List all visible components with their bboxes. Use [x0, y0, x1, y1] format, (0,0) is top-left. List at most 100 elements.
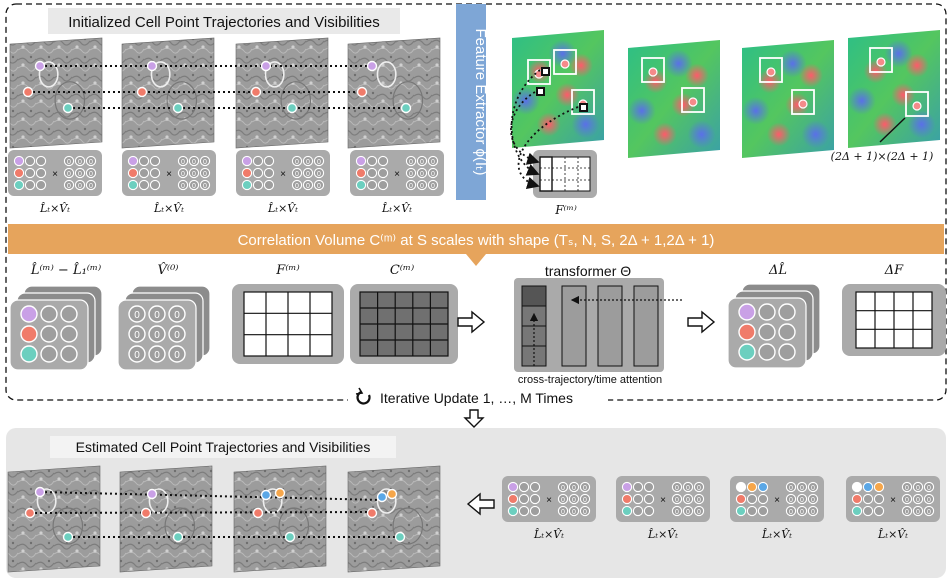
- svg-text:0: 0: [811, 509, 815, 516]
- c-grid: [350, 284, 458, 364]
- svg-text:0: 0: [67, 159, 71, 166]
- label-delta-f: ΔF: [884, 263, 904, 278]
- svg-text:0: 0: [431, 159, 435, 166]
- bottom-frame-3: [233, 465, 327, 573]
- svg-text:0: 0: [203, 183, 207, 190]
- point-teal: [62, 531, 74, 543]
- svg-text:×: ×: [660, 495, 666, 506]
- svg-text:×: ×: [394, 169, 400, 180]
- lv-label: L̂ₜ×V̂ₜ: [381, 202, 412, 215]
- svg-text:0: 0: [409, 171, 413, 178]
- feature-extractor-label: Feature Extractor ϕ(Iₜ): [472, 28, 489, 175]
- svg-text:0: 0: [174, 310, 180, 321]
- point-teal: [62, 102, 74, 114]
- svg-text:0: 0: [174, 350, 180, 361]
- svg-text:0: 0: [916, 509, 920, 516]
- svg-text:0: 0: [905, 509, 909, 516]
- iterative-label-bg: [348, 388, 608, 408]
- svg-text:0: 0: [420, 171, 424, 178]
- point-red: [366, 507, 378, 519]
- svg-text:0: 0: [317, 159, 321, 166]
- bottom-frame-1: [7, 465, 101, 573]
- bottom-frames: [7, 465, 441, 573]
- svg-text:0: 0: [203, 159, 207, 166]
- point-red: [24, 507, 36, 519]
- svg-text:0: 0: [181, 183, 185, 190]
- svg-text:0: 0: [697, 509, 701, 516]
- svg-text:0: 0: [800, 497, 804, 504]
- point-red: [136, 86, 148, 98]
- point-purple: [260, 60, 272, 72]
- svg-text:0: 0: [67, 171, 71, 178]
- label-c: C⁽ᵐ⁾: [390, 263, 414, 278]
- svg-text:0: 0: [686, 509, 690, 516]
- stack-l-diff: [9, 285, 103, 371]
- svg-text:0: 0: [192, 183, 196, 190]
- svg-text:0: 0: [583, 485, 587, 492]
- svg-text:0: 0: [583, 497, 587, 504]
- label-v0: V̂⁽⁰⁾: [158, 262, 179, 278]
- svg-text:0: 0: [181, 159, 185, 166]
- lv-label: L̂ₜ×V̂ₜ: [647, 528, 678, 541]
- point-red: [356, 86, 368, 98]
- svg-text:0: 0: [295, 183, 299, 190]
- point-teal: [286, 102, 298, 114]
- svg-text:0: 0: [134, 330, 140, 341]
- point-purple: [146, 488, 158, 500]
- svg-text:0: 0: [181, 171, 185, 178]
- svg-text:0: 0: [905, 485, 909, 492]
- svg-text:×: ×: [890, 495, 896, 506]
- svg-text:0: 0: [134, 350, 140, 361]
- top-title-box: [48, 8, 400, 34]
- point-teal: [394, 531, 406, 543]
- lv-label: L̂ₜ×V̂ₜ: [877, 528, 908, 541]
- svg-text:0: 0: [317, 171, 321, 178]
- svg-text:0: 0: [89, 183, 93, 190]
- svg-text:0: 0: [67, 183, 71, 190]
- correlation-label: Correlation Volume C⁽ᵐ⁾ at S scales with…: [238, 232, 715, 249]
- svg-text:0: 0: [154, 350, 160, 361]
- delta-f-grid: [842, 284, 946, 356]
- svg-text:0: 0: [561, 497, 565, 504]
- point-red: [252, 507, 264, 519]
- svg-text:0: 0: [675, 485, 679, 492]
- point-purple: [34, 486, 46, 498]
- left-hollow-arrow: [466, 492, 495, 516]
- point-teal: [284, 531, 296, 543]
- feature-maps: [511, 30, 940, 158]
- svg-text:0: 0: [572, 509, 576, 516]
- top-trajectory-points: [22, 60, 412, 114]
- feature-label: F⁽ᵐ⁾: [554, 203, 577, 217]
- feature-grid-card: [533, 150, 597, 198]
- svg-text:0: 0: [306, 183, 310, 190]
- point-teal: [172, 531, 184, 543]
- bottom-trajectory-lines: [29, 491, 400, 538]
- bottom-title: Estimated Cell Point Trajectories and Vi…: [76, 439, 371, 455]
- svg-text:0: 0: [811, 497, 815, 504]
- lv-label: L̂ₜ×V̂ₜ: [267, 202, 298, 215]
- svg-text:0: 0: [295, 159, 299, 166]
- svg-text:0: 0: [306, 171, 310, 178]
- lv-label: L̂ₜ×V̂ₜ: [533, 528, 564, 541]
- svg-text:0: 0: [409, 159, 413, 166]
- svg-text:0: 0: [431, 171, 435, 178]
- point-blue: [260, 489, 272, 501]
- svg-text:0: 0: [789, 509, 793, 516]
- hollow-arrows: [457, 310, 716, 334]
- point-red: [250, 86, 262, 98]
- point-red: [22, 86, 34, 98]
- svg-text:0: 0: [811, 485, 815, 492]
- svg-text:0: 0: [675, 497, 679, 504]
- svg-text:0: 0: [916, 485, 920, 492]
- svg-text:0: 0: [572, 485, 576, 492]
- svg-text:0: 0: [686, 485, 690, 492]
- svg-text:0: 0: [675, 509, 679, 516]
- feature-map-1: [511, 30, 604, 148]
- svg-text:0: 0: [916, 497, 920, 504]
